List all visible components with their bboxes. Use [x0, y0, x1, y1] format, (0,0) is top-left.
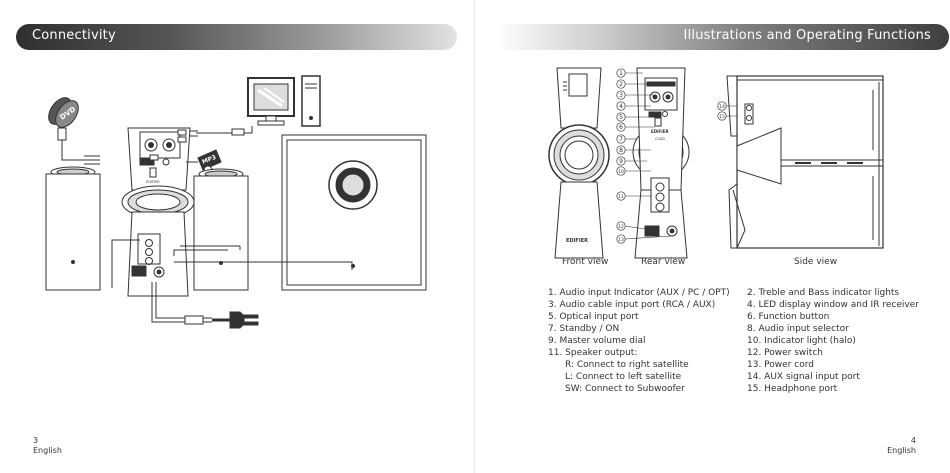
callout-number: 4: [619, 103, 623, 110]
legend-column-odd: 1. Audio input Indicator (AUX / PC / OPT…: [548, 287, 730, 395]
legend-item: 4. LED display window and IR receiver: [747, 300, 919, 310]
brand-label: EDIFIER: [146, 180, 160, 184]
callout-leader-line: [624, 225, 646, 230]
legend-column-even: 2. Treble and Bass indicator lights 4. LE…: [747, 287, 919, 395]
page-language: English: [33, 446, 62, 455]
callout-circle: [616, 112, 626, 122]
section-banner-connectivity: Connectivity: [16, 24, 457, 50]
legend-item: 13. Power cord: [747, 360, 814, 370]
rear-view-label: Rear view: [641, 257, 686, 267]
legend-item: 5. Optical input port: [548, 312, 639, 322]
callout-circle: [616, 221, 626, 231]
pc-tower-icon: [301, 75, 321, 127]
page-number: 4: [910, 436, 916, 445]
front-view-label: Front view: [562, 257, 609, 267]
callout-number: 1: [619, 70, 623, 77]
legend-item: 12. Power switch: [747, 348, 823, 358]
legend-subitem: L: Connect to left satellite: [565, 372, 682, 382]
legend-item: 7. Standby / ON: [548, 324, 620, 334]
left-footer: 3 English: [33, 436, 62, 456]
callout-number: 13: [618, 237, 624, 243]
section-banner-illustrations: Illustrations and Operating Functions: [495, 24, 949, 50]
callout-circle: [616, 166, 626, 176]
callout-circle: [717, 111, 727, 121]
page-language: English: [887, 446, 916, 455]
dvd-disc-icon: DVD: [48, 97, 79, 128]
legend-item: 8. Audio input selector: [747, 324, 849, 334]
mp3-label: MP3: [201, 154, 217, 166]
callout-number: 8: [619, 147, 623, 154]
control-unit-bottom: [127, 211, 189, 297]
legend-item: 11. Speaker output:: [548, 348, 638, 358]
legend-item: 2. Treble and Bass indicator lights: [747, 288, 900, 298]
subwoofer: [281, 134, 427, 291]
callout-circle: [616, 134, 626, 144]
callout-number: 6: [619, 124, 623, 131]
front-view-drawing: EDIFIER: [548, 67, 610, 259]
legend-item: 3. Audio cable input port (RCA / AUX): [548, 300, 716, 310]
callout-circle: [616, 68, 626, 78]
right-footer: 4 English: [887, 436, 916, 456]
connectivity-diagram: DVD: [45, 75, 427, 329]
callout-number: 5: [619, 114, 623, 121]
callout-circle: [616, 145, 626, 155]
power-plug-icon: [212, 311, 259, 329]
legend-item: 1. Audio input Indicator (AUX / PC / OPT…: [548, 288, 730, 298]
callout-circle: [616, 79, 626, 89]
legend-item: 9. Master volume dial: [548, 336, 646, 346]
control-unit-top: EDIFIER C2XD: [127, 127, 191, 193]
section-title: Illustrations and Operating Functions: [683, 28, 931, 43]
legend-item: 15. Headphone port: [747, 384, 838, 394]
page-gutter: [474, 0, 475, 473]
callout-circle: [616, 191, 626, 201]
section-title: Connectivity: [32, 28, 116, 43]
callout-number: 7: [619, 136, 623, 143]
left-page: Connectivity DVD: [16, 24, 457, 456]
callout-number: 14: [719, 104, 725, 110]
side-view-label: Side view: [794, 257, 838, 267]
rear-brand-label: EDIFIER: [651, 129, 669, 134]
legend-item: 6. Function button: [747, 312, 830, 322]
callout-circle: [717, 101, 727, 111]
left-satellite-speaker: [45, 166, 101, 291]
legend-subitem: SW: Connect to Subwoofer: [565, 384, 685, 394]
callout-circle: [616, 101, 626, 111]
callout-leader-line: [624, 235, 673, 240]
callout-number: 9: [619, 158, 623, 165]
rear-model-label: C2XD: [655, 137, 665, 141]
side-view-drawing: [726, 75, 884, 249]
front-brand-label: EDIFIER: [566, 238, 588, 244]
callout-circle: [616, 156, 626, 166]
callout-number: 2: [619, 81, 623, 88]
callout-circle: [616, 122, 626, 132]
monitor-icon: [247, 77, 295, 126]
right-page: Illustrations and Operating Functions ED…: [475, 0, 950, 473]
legend-item: 10. Indicator light (halo): [747, 336, 856, 346]
callout-number: 3: [619, 92, 623, 99]
page-number: 3: [33, 436, 39, 445]
rear-view-drawing: EDIFIER C2XD: [632, 67, 690, 259]
right-satellite-speaker: [193, 168, 249, 291]
callout-number: 11: [618, 194, 624, 200]
callout-number: 12: [618, 224, 624, 230]
callout-circle: [616, 90, 626, 100]
callout-circle: [616, 234, 626, 244]
legend-item: 14. AUX signal input port: [747, 372, 860, 382]
legend-subitem: R: Connect to right satellite: [565, 360, 689, 370]
callout-number: 15: [719, 114, 725, 120]
callout-number: 10: [618, 169, 624, 175]
